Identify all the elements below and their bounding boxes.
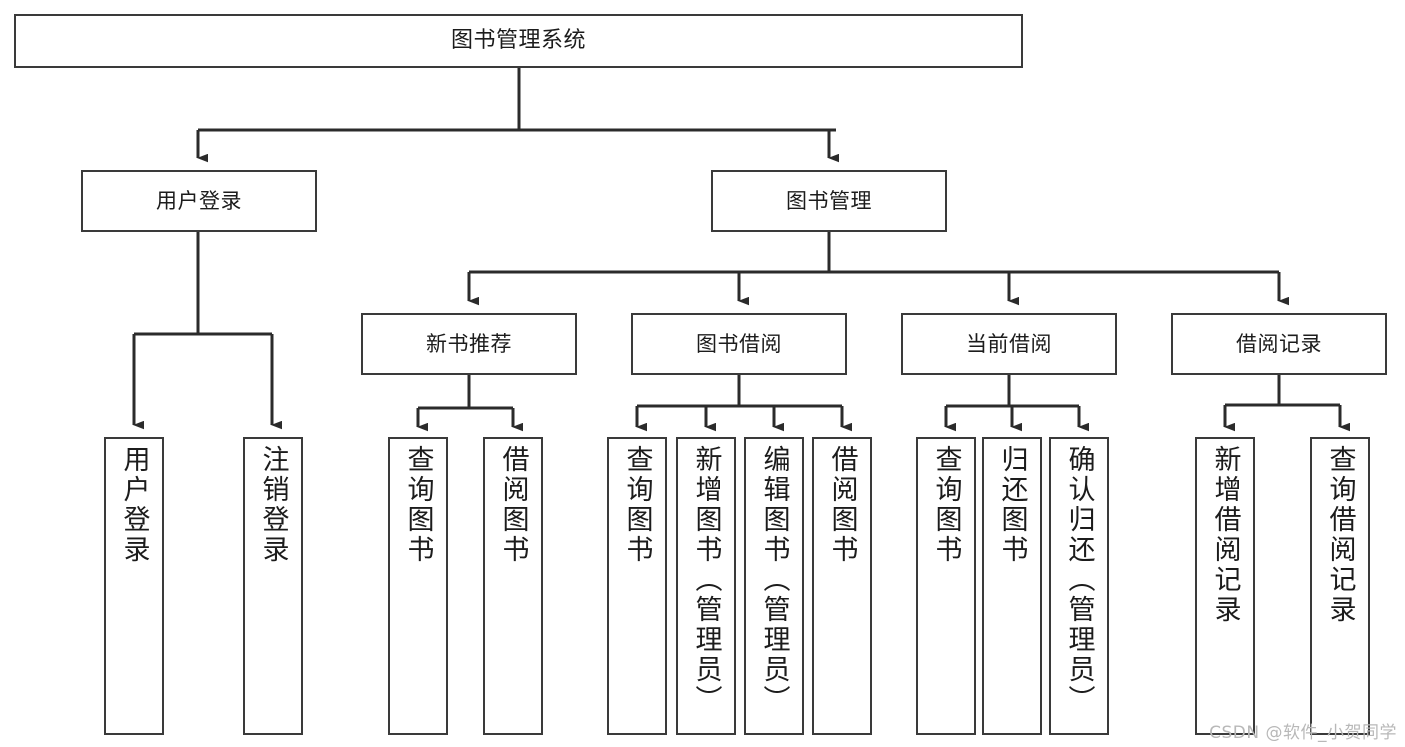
node-label: 新增图书（管理员） (690, 445, 722, 715)
node-label: 编辑图书（管理员） (758, 445, 790, 715)
node-label: 查询图书 (402, 445, 434, 565)
node-label: 用户登录 (156, 188, 242, 213)
node-book-borrow[interactable]: 图书借阅 (631, 313, 847, 375)
node-label: 确认归还（管理员） (1063, 445, 1095, 715)
leaf-logout[interactable]: 注销登录 (243, 437, 303, 735)
node-label: 图书管理系统 (450, 28, 586, 54)
node-root-system[interactable]: 图书管理系统 (14, 14, 1023, 68)
leaf-user-login[interactable]: 用户登录 (104, 437, 164, 735)
node-book-management[interactable]: 图书管理 (711, 170, 947, 232)
leaf-borrow-book-a[interactable]: 借阅图书 (483, 437, 543, 735)
leaf-borrow-book-b[interactable]: 借阅图书 (812, 437, 872, 735)
node-user-login[interactable]: 用户登录 (81, 170, 317, 232)
node-label: 新增借阅记录 (1209, 445, 1241, 625)
node-label: 查询图书 (930, 445, 962, 565)
watermark: CSDN @软件_小贺同学 (1209, 723, 1397, 743)
node-label: 借阅记录 (1236, 331, 1322, 356)
node-new-book-recommend[interactable]: 新书推荐 (361, 313, 577, 375)
node-label: 查询图书 (621, 445, 653, 565)
node-label: 新书推荐 (426, 331, 512, 356)
leaf-return-book[interactable]: 归还图书 (982, 437, 1042, 735)
leaf-confirm-return[interactable]: 确认归还（管理员） (1049, 437, 1109, 735)
leaf-query-record[interactable]: 查询借阅记录 (1310, 437, 1370, 735)
node-label: 当前借阅 (966, 331, 1052, 356)
leaf-add-record[interactable]: 新增借阅记录 (1195, 437, 1255, 735)
node-label: 注销登录 (257, 445, 289, 565)
leaf-query-book-c[interactable]: 查询图书 (916, 437, 976, 735)
leaf-query-book-a[interactable]: 查询图书 (388, 437, 448, 735)
node-label: 借阅图书 (826, 445, 858, 565)
leaf-edit-book[interactable]: 编辑图书（管理员） (744, 437, 804, 735)
node-current-borrow[interactable]: 当前借阅 (901, 313, 1117, 375)
node-label: 用户登录 (118, 445, 150, 565)
node-label: 归还图书 (996, 445, 1028, 565)
leaf-add-book[interactable]: 新增图书（管理员） (676, 437, 736, 735)
node-label: 图书借阅 (696, 331, 782, 356)
node-label: 借阅图书 (497, 445, 529, 565)
node-label: 查询借阅记录 (1324, 445, 1356, 625)
node-label: 图书管理 (786, 188, 872, 213)
leaf-query-book-b[interactable]: 查询图书 (607, 437, 667, 735)
node-borrow-record[interactable]: 借阅记录 (1171, 313, 1387, 375)
